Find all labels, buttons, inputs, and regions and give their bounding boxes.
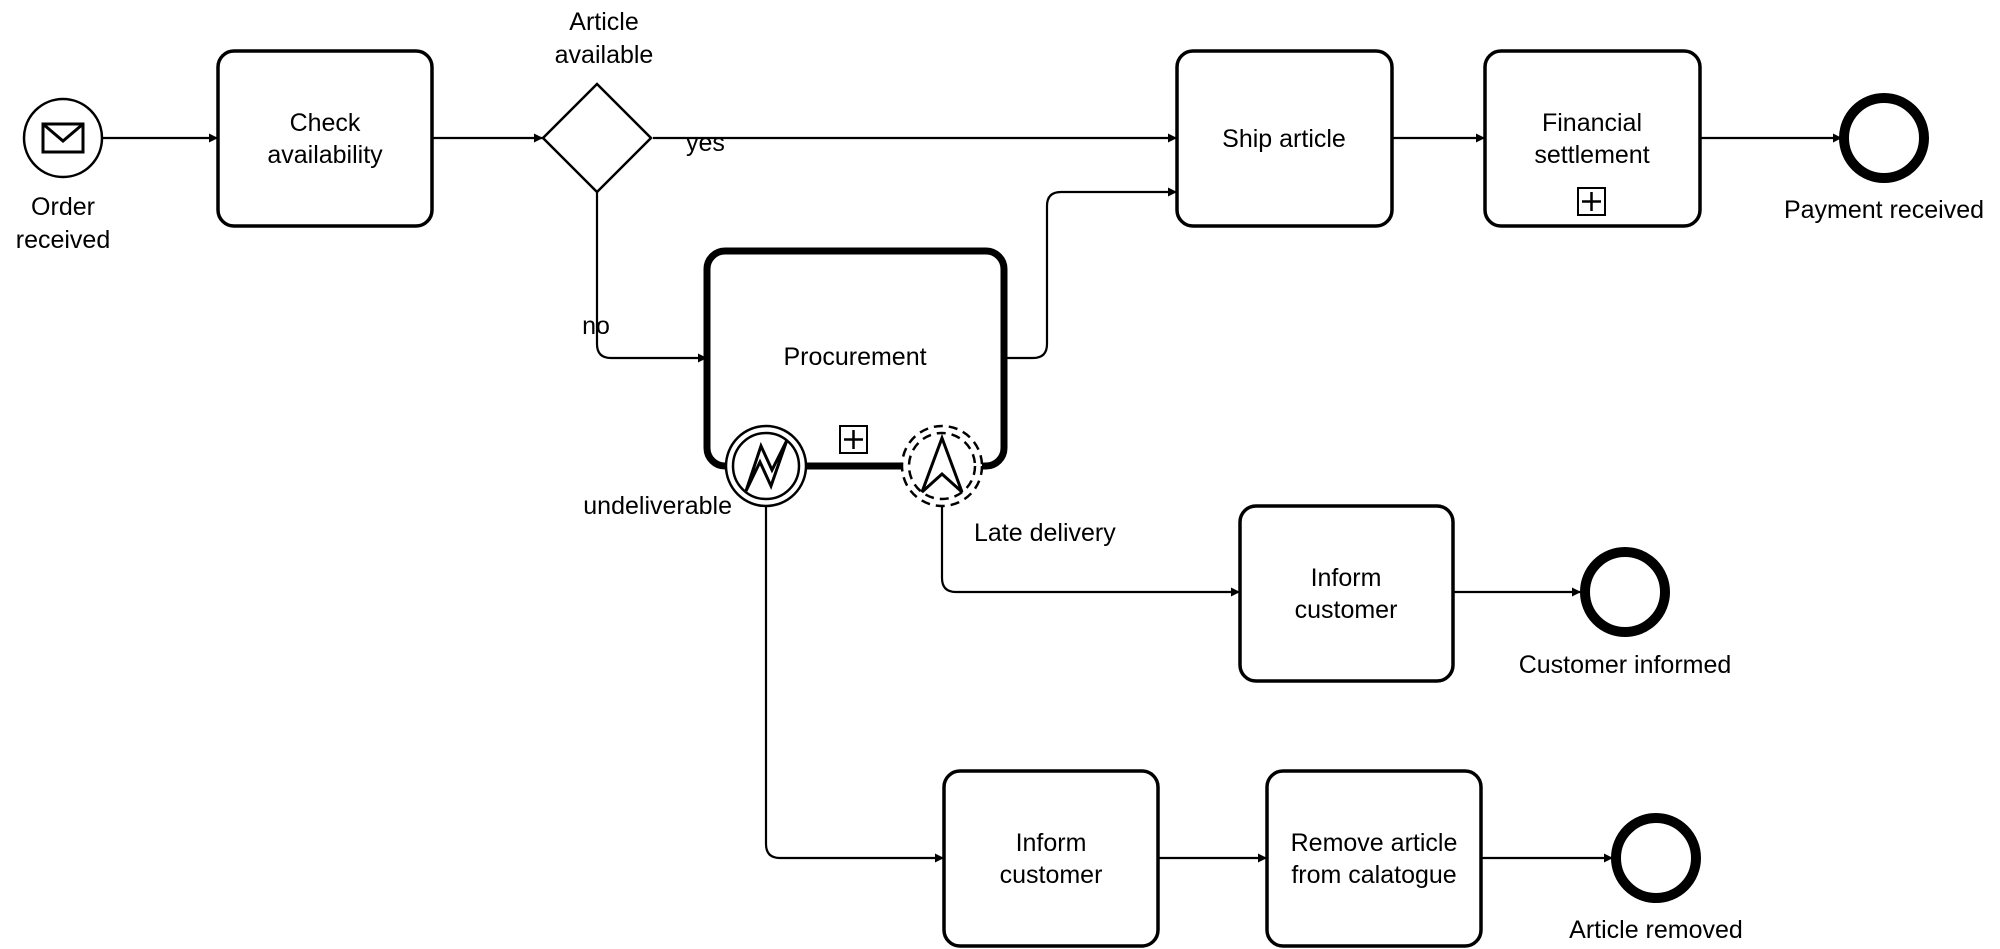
task-label: customer <box>1295 596 1398 624</box>
envelope-icon <box>41 122 85 154</box>
undeliverable-label: undeliverable <box>583 492 732 520</box>
task-label: Inform <box>1016 829 1087 857</box>
boundary-error-event-undeliverable[interactable]: undeliverable <box>583 424 808 520</box>
late-delivery-label: Late delivery <box>974 519 1116 547</box>
plus-box-icon <box>1577 187 1606 216</box>
end-event-payment-received[interactable]: Payment received <box>1784 93 1984 224</box>
gateway-label-2: available <box>555 41 654 69</box>
payment-received-label: Payment received <box>1784 196 1984 224</box>
gateway-yes-label: yes <box>686 129 725 157</box>
task-remove-article[interactable]: Remove article from calatogue <box>1265 769 1483 948</box>
task-inform-customer-undeliverable[interactable]: Inform customer <box>942 769 1160 948</box>
task-label: settlement <box>1534 141 1649 169</box>
task-label: Ship article <box>1222 125 1346 153</box>
task-label: Remove article <box>1291 829 1458 857</box>
task-inform-customer-late[interactable]: Inform customer <box>1238 504 1455 683</box>
order-received-label-2: received <box>16 226 111 254</box>
plus-box-icon <box>839 425 868 454</box>
task-ship-article[interactable]: Ship article <box>1175 49 1394 228</box>
task-label: from calatogue <box>1291 861 1456 889</box>
subprocess-financial-settlement[interactable]: Financial settlement <box>1483 49 1702 228</box>
order-received-label-1: Order <box>31 193 95 221</box>
end-event-customer-informed[interactable]: Customer informed <box>1519 547 1732 679</box>
escalation-arrow-icon <box>920 433 964 494</box>
start-event-order-received[interactable]: Order received <box>16 97 111 254</box>
task-label: Check <box>290 109 361 137</box>
flow-gateway-no-to-procurement <box>595 192 707 363</box>
call-activity-procurement[interactable]: Procurement <box>703 247 1008 470</box>
boundary-escalation-event-late-delivery[interactable]: Late delivery <box>900 424 1116 547</box>
flow-procurement-to-ship <box>1004 187 1177 360</box>
sequence-flows <box>103 133 1842 863</box>
lightning-icon <box>744 439 789 492</box>
task-label: Inform <box>1311 564 1382 592</box>
flow-undeliverable-to-inform <box>764 505 944 863</box>
flow-late-to-inform <box>940 505 1240 597</box>
article-removed-label: Article removed <box>1569 916 1743 944</box>
task-label: availability <box>267 141 383 169</box>
task-label: Financial <box>1542 109 1642 137</box>
task-label: Procurement <box>783 343 926 371</box>
end-event-article-removed[interactable]: Article removed <box>1569 813 1743 944</box>
gateway-article-available[interactable]: Article available yes no <box>541 8 725 340</box>
customer-informed-label: Customer informed <box>1519 651 1732 679</box>
task-label: customer <box>1000 861 1103 889</box>
gateway-no-label: no <box>582 312 610 340</box>
gateway-label-1: Article <box>569 8 638 36</box>
task-check-availability[interactable]: Check availability <box>216 49 434 228</box>
